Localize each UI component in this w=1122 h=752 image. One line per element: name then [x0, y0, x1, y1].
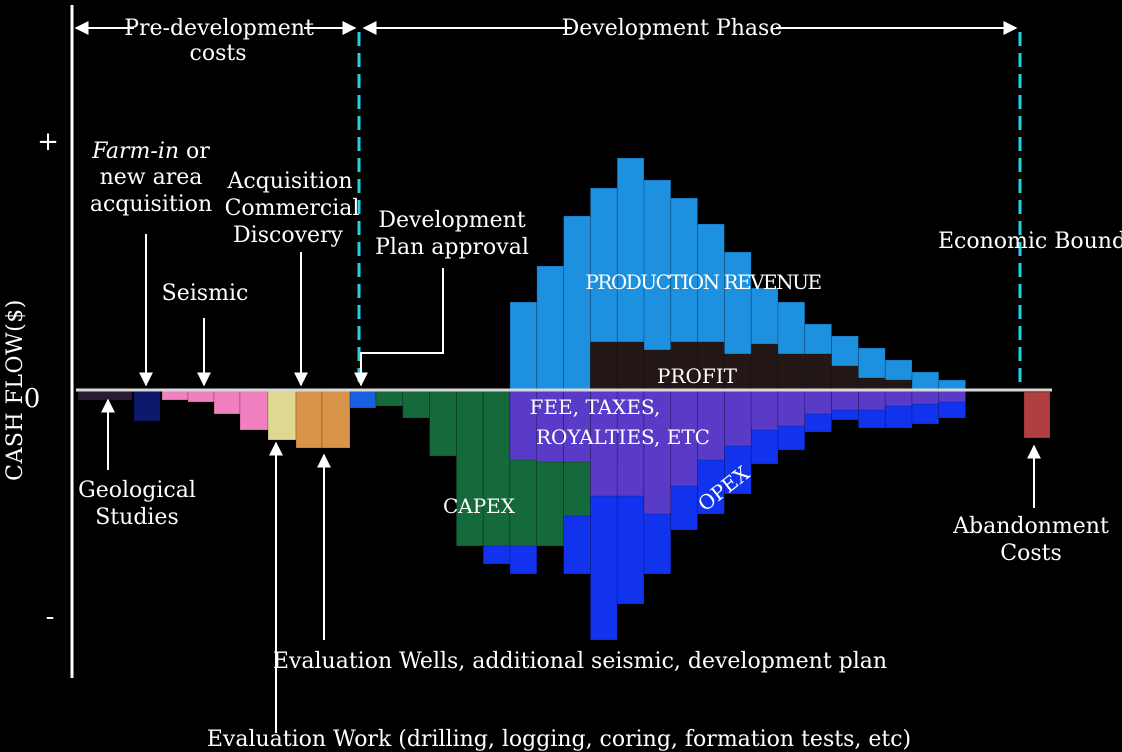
profit-bar-15: [777, 353, 806, 391]
seismic-bar-3: [213, 389, 241, 415]
farm-in-label: Farm-in or: [91, 139, 210, 164]
fee-bar-18: [858, 389, 886, 411]
dev-plan-arrow: [354, 268, 444, 387]
fee-bar-8: [590, 389, 618, 497]
fee-bar-15: [777, 389, 806, 427]
seismic-bar-2: [187, 389, 215, 403]
profit-bar-11: [670, 341, 698, 391]
fee-bar-12: [697, 389, 725, 461]
y-plus-label: +: [37, 127, 59, 157]
revenue-bar-5: [509, 301, 538, 391]
profit-label: PROFIT: [657, 364, 738, 388]
fee-bar-5: [509, 389, 538, 461]
acquisition-label: acquisition: [90, 192, 212, 217]
production-revenue-label: PRODUCTION REVENUE: [585, 270, 820, 294]
y-axis-title: CASH FLOW($): [3, 299, 28, 481]
fee-bar-19: [884, 389, 913, 407]
fee-bar-20: [911, 389, 940, 405]
dev-plan-line2: Plan approval: [375, 235, 529, 260]
pre-development-costs-label: costs: [190, 41, 247, 66]
new-area-label: new area: [100, 165, 203, 190]
acquisition-bar: [267, 389, 297, 441]
geological-line1: Geological: [78, 478, 196, 503]
fee-bar-17: [831, 389, 859, 411]
cash-flow-bars: [77, 157, 1051, 641]
capex-bar-4: [482, 389, 511, 547]
abandonment-bar: [1023, 391, 1051, 439]
profit-bar-8: [590, 341, 618, 391]
fee-bar-6: [536, 389, 564, 463]
farm-in-bar: [133, 389, 161, 422]
profit-bar-18: [858, 377, 886, 391]
pre-development-label: Pre-development: [124, 16, 314, 41]
fee-taxes-label: FEE, TAXES,: [530, 395, 661, 419]
dev-plan-line1: Development: [378, 208, 526, 233]
seismic-bar-4: [239, 389, 269, 431]
acq-commercial-line3: Discovery: [233, 223, 343, 248]
fee-bar-16: [804, 389, 832, 415]
capex-bar-2: [429, 389, 457, 457]
abandonment-line2: Costs: [1000, 541, 1062, 566]
geological-line2: Studies: [95, 505, 179, 530]
revenue-bar-6: [536, 265, 564, 391]
profit-bar-13: [724, 353, 752, 391]
evaluation-wells-label: Evaluation Wells, additional seismic, de…: [273, 649, 887, 674]
development-phase-label: Development Phase: [562, 16, 783, 41]
fee-bar-9: [616, 389, 645, 497]
revenue-bar-20: [911, 371, 940, 391]
royalties-label: ROYALTIES, ETC: [536, 425, 710, 449]
evaluation-bar-1: [295, 389, 323, 449]
acq-commercial-line2: Commercial: [225, 196, 360, 221]
fee-bar-21: [938, 389, 966, 403]
evaluation-work-label: Evaluation Work (drilling, logging, cori…: [207, 727, 911, 752]
capex-bar-3: [456, 389, 484, 547]
evaluation-bar-2: [321, 389, 351, 449]
capex-bar-0: [375, 389, 404, 407]
y-minus-label: -: [46, 602, 55, 632]
fee-bar-10: [643, 389, 672, 515]
profit-bar-17: [831, 365, 859, 391]
economic-bound-label: Economic Bound: [938, 229, 1122, 254]
abandonment-line1: Abandonment: [952, 514, 1109, 539]
fee-bar-14: [750, 389, 779, 431]
seismic-label: Seismic: [162, 281, 249, 306]
acq-commercial-line1: Acquisition: [226, 169, 352, 194]
profit-bar-9: [616, 341, 645, 391]
profit-bar-12: [697, 341, 725, 391]
revenue-bar-7: [563, 215, 591, 391]
capex-bar-1: [402, 389, 430, 419]
fee-bar-11: [670, 389, 698, 487]
capex-label: CAPEX: [443, 494, 516, 518]
profit-bar-14: [750, 343, 779, 391]
dev-approval-bar: [349, 389, 377, 409]
y-zero-label: 0: [24, 384, 41, 414]
fee-bar-13: [724, 389, 752, 447]
profit-bar-16: [804, 353, 832, 391]
